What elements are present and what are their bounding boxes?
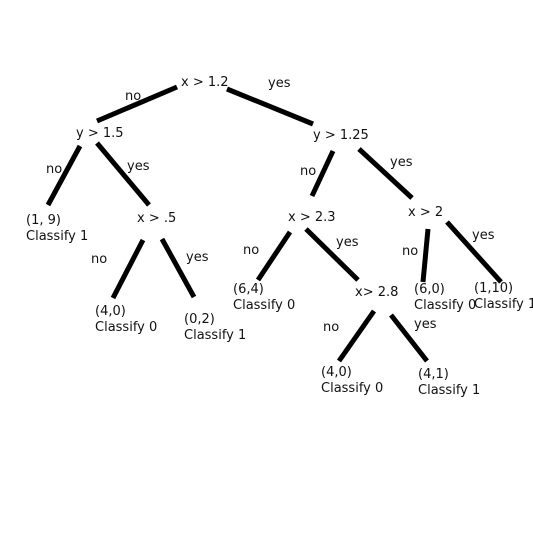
edge-rightright-leaf7 — [420, 228, 431, 283]
leaf-7: (6,0) Classify 0 — [414, 282, 476, 314]
edge-label-no-rightright: no — [402, 244, 419, 259]
leaf-4: (6,4) Classify 0 — [233, 282, 295, 314]
leaf-8-label: Classify 1 — [474, 297, 533, 312]
leaf-1: (1, 9) Classify 1 — [26, 213, 88, 245]
leaf-4-label: Classify 0 — [233, 298, 296, 313]
edge-left-leftright — [95, 141, 151, 207]
edge-label-no-left: no — [46, 162, 63, 177]
leaf-4-point: (6,4) — [233, 282, 264, 297]
leaf-6: (4,1) Classify 1 — [418, 367, 480, 399]
leaf-5-point: (4,0) — [321, 365, 352, 380]
edge-label-yes-left: yes — [127, 159, 150, 174]
leaf-7-point: (6,0) — [414, 282, 445, 297]
edge-label-no-leftright: no — [91, 252, 108, 267]
leaf-2-label: Classify 0 — [95, 320, 158, 335]
edge-rightleftright-leaf6 — [389, 313, 429, 363]
edge-label-yes-rightleftright: yes — [414, 317, 437, 332]
node-right-left: x > 2.3 — [288, 210, 336, 225]
edge-label-yes-right: yes — [390, 155, 413, 170]
edge-root-left — [96, 84, 178, 124]
edge-label-no-root: no — [125, 89, 142, 104]
edge-label-yes-leftright: yes — [186, 250, 209, 265]
leaf-5-label: Classify 0 — [321, 381, 384, 396]
leaf-6-point: (4,1) — [418, 367, 449, 382]
edge-leftright-leaf2 — [110, 238, 146, 300]
node-right-left-right: x> 2.8 — [355, 285, 399, 300]
leaf-1-point: (1, 9) — [26, 213, 61, 228]
leaf-5: (4,0) Classify 0 — [321, 365, 383, 397]
edge-root-right — [226, 86, 314, 127]
edge-label-no-rightleft: no — [243, 243, 260, 258]
edge-leftright-leaf3 — [159, 237, 197, 299]
leaf-8: (1,10) Classify 1 — [474, 281, 533, 313]
node-right-right: x > 2 — [408, 205, 444, 220]
edge-label-yes-rightleft: yes — [336, 235, 359, 250]
leaf-2: (4,0) Classify 0 — [95, 304, 157, 336]
leaf-3: (0,2) Classify 1 — [184, 312, 246, 344]
node-left: y > 1.5 — [76, 126, 124, 141]
edge-label-no-right: no — [300, 164, 317, 179]
edge-label-no-rightleftright: no — [323, 320, 340, 335]
leaf-3-point: (0,2) — [184, 312, 215, 327]
edge-left-leaf1 — [45, 144, 83, 207]
edge-rightleft-leaf4 — [255, 230, 293, 282]
leaf-7-label: Classify 0 — [414, 298, 477, 313]
leaf-3-label: Classify 1 — [184, 328, 247, 343]
edge-label-yes-rightright: yes — [472, 228, 495, 243]
node-root: x > 1.2 — [181, 75, 229, 90]
node-left-right: x > .5 — [137, 211, 177, 226]
leaf-6-label: Classify 1 — [418, 383, 481, 398]
leaf-8-point: (1,10) — [474, 281, 514, 296]
edge-rightleft-rightleftright — [304, 227, 360, 282]
leaf-2-point: (4,0) — [95, 304, 126, 319]
edge-right-rightright — [357, 147, 414, 200]
edge-rightright-leaf8 — [445, 220, 503, 284]
edge-rightleftright-leaf5 — [336, 309, 377, 363]
leaf-1-label: Classify 1 — [26, 229, 89, 244]
node-right: y > 1.25 — [313, 128, 369, 143]
edge-right-rightleft — [309, 149, 336, 198]
edge-label-yes-root: yes — [268, 76, 291, 91]
